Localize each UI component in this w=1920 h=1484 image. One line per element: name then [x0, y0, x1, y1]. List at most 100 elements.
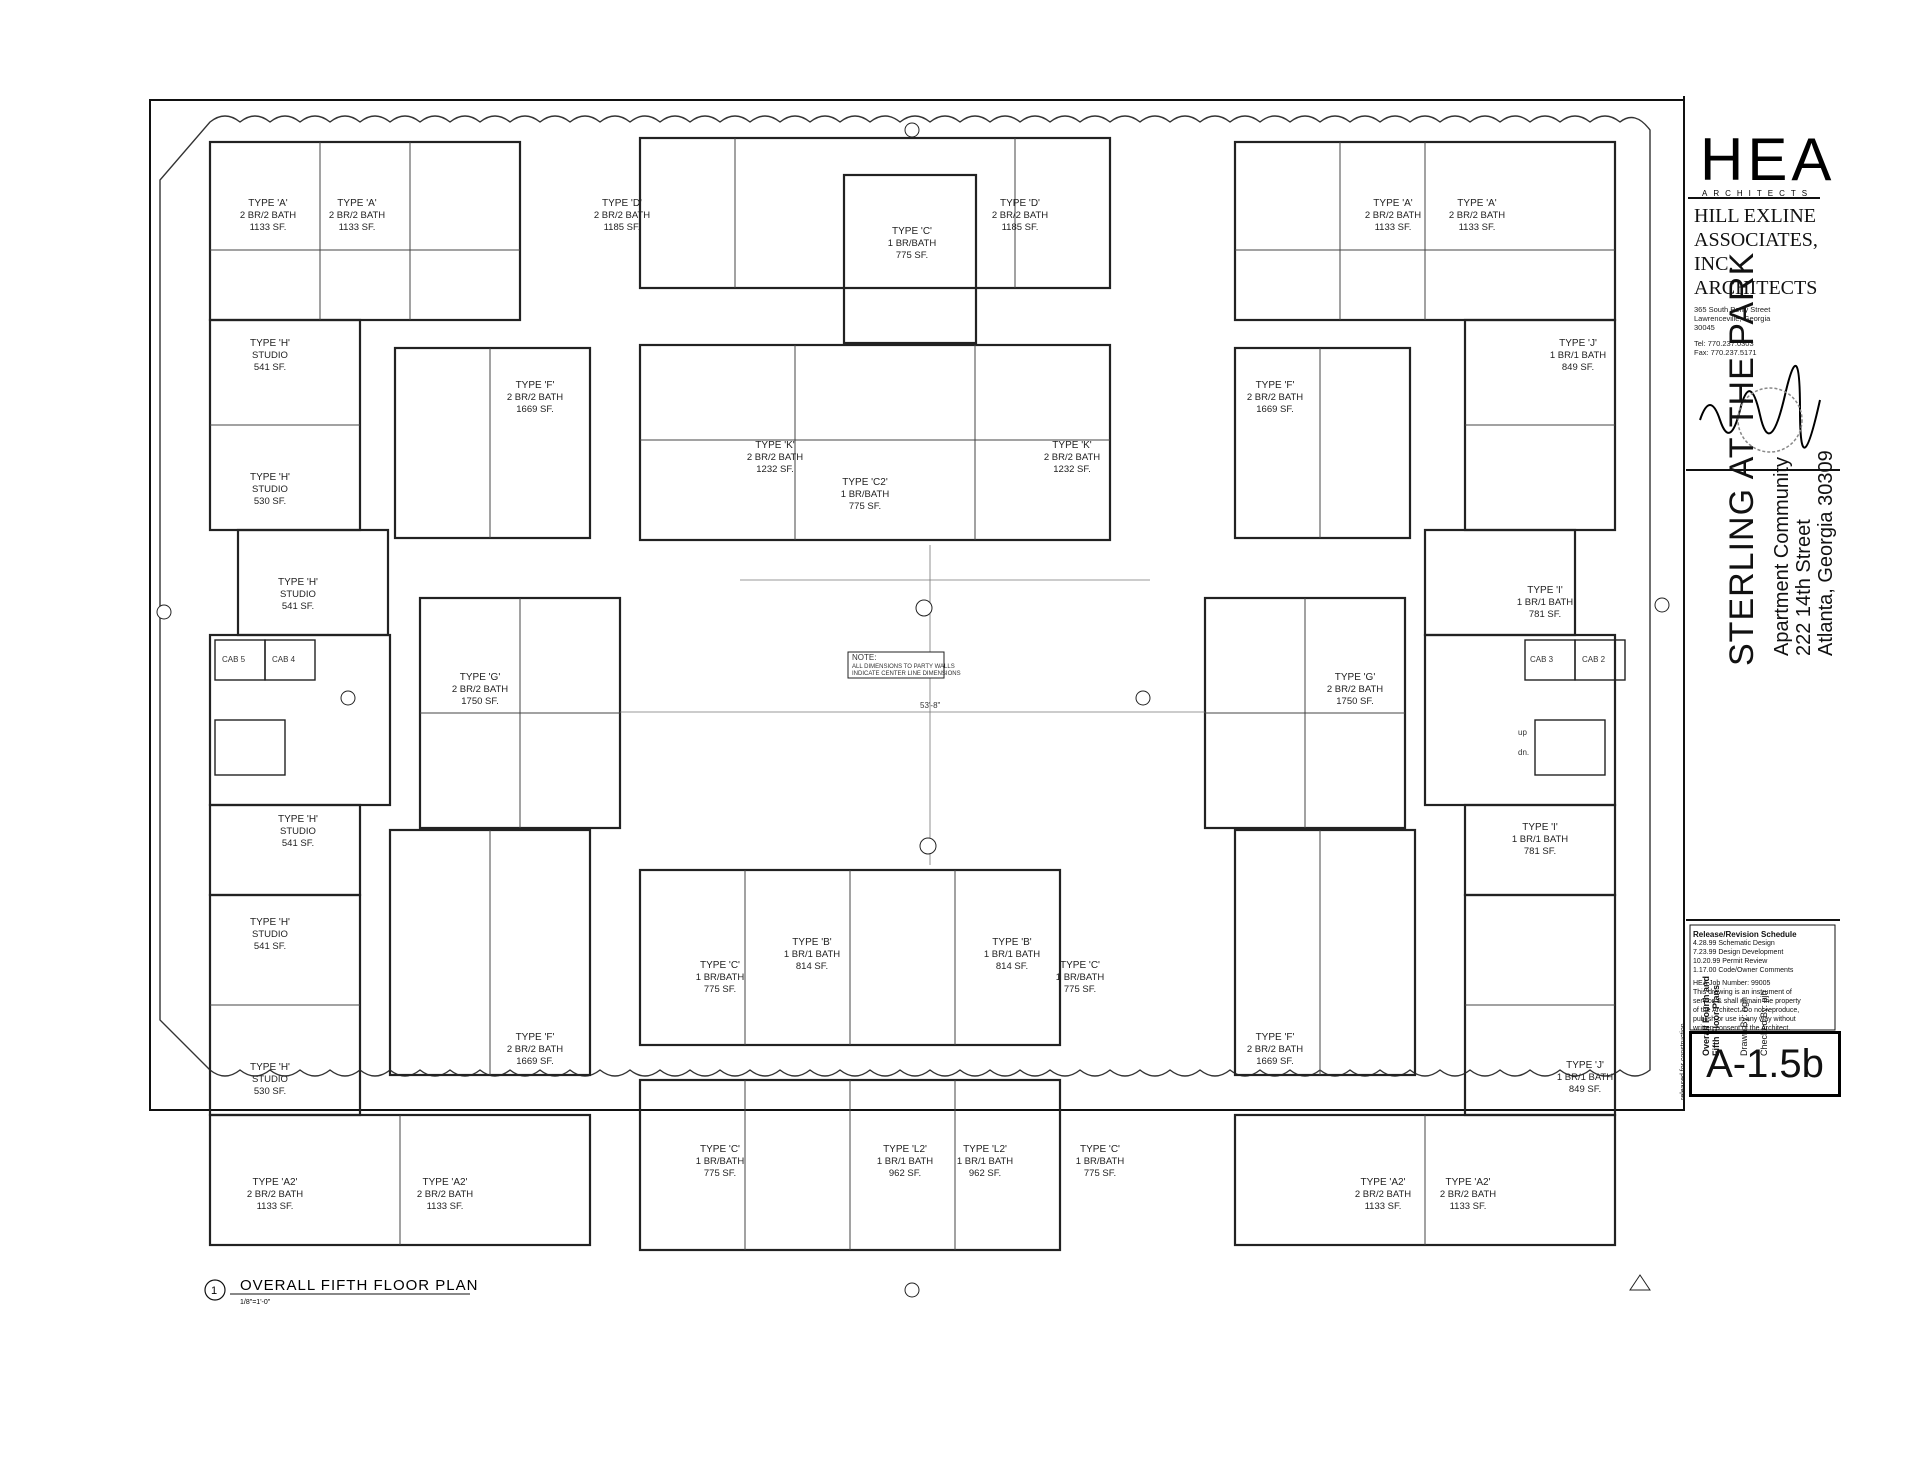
revision-row: 10.20.99 Permit Review	[1693, 958, 1768, 965]
unit-bed: 2 BR/2 BATH	[1365, 210, 1421, 221]
unit-bed: 2 BR/2 BATH	[329, 210, 385, 221]
unit-type: TYPE 'I'	[1527, 585, 1563, 596]
plan-number-circle	[204, 1279, 226, 1301]
elevator-label: CAB 5	[222, 655, 246, 664]
revision-schedule: Release/Revision Schedule 4.28.99 Schema…	[1693, 930, 1833, 1033]
project-subtitle-3: Atlanta, Georgia 30309	[1815, 450, 1837, 656]
elevator-label: CAB 3	[1530, 655, 1554, 664]
unit-bed: 1 BR/1 BATH	[1557, 1072, 1613, 1083]
firm-address-3: 30045	[1694, 323, 1715, 332]
unit-type: TYPE 'H'	[278, 814, 318, 825]
unit-area: 1133 SF.	[339, 222, 376, 233]
unit-bed: 2 BR/2 BATH	[1355, 1189, 1411, 1200]
unit-bed: 1 BR/1 BATH	[984, 949, 1040, 960]
unit-area: 1133 SF.	[250, 222, 287, 233]
unit-bed: STUDIO	[252, 1074, 288, 1085]
unit-area: 775 SF.	[1084, 1168, 1116, 1179]
courtyard-dimension: 53'-8"	[920, 701, 941, 710]
revision-header: Release/Revision Schedule	[1693, 930, 1797, 939]
unit-type: TYPE 'A2'	[1446, 1177, 1491, 1188]
unit-bed: 1 BR/BATH	[696, 972, 745, 983]
unit-area: 1185 SF.	[604, 222, 641, 233]
note-line-1: NOTE:	[852, 653, 876, 662]
stair-label-up: up	[1518, 728, 1527, 737]
unit-type: TYPE 'L2'	[883, 1144, 927, 1155]
unit-type: TYPE 'C'	[1080, 1144, 1120, 1155]
sheet-number: A-1.5b	[1689, 1031, 1841, 1097]
unit-type: TYPE 'A2'	[253, 1177, 298, 1188]
unit-type: TYPE 'C'	[700, 1144, 740, 1155]
unit-area: 541 SF.	[282, 838, 314, 849]
unit-bed: 2 BR/2 BATH	[747, 452, 803, 463]
unit-area: 962 SF.	[969, 1168, 1001, 1179]
unit-type: TYPE 'L2'	[963, 1144, 1007, 1155]
unit-type: TYPE 'A'	[1457, 198, 1496, 209]
unit-bed: 2 BR/2 BATH	[1247, 392, 1303, 403]
unit-area: 1232 SF.	[756, 464, 794, 475]
unit-area: 849 SF.	[1562, 362, 1594, 373]
project-title: STERLING AT THE PARK	[1723, 251, 1761, 666]
plan-scale: 1/8"=1'-0"	[240, 1299, 271, 1306]
unit-area: 1750 SF.	[1336, 696, 1374, 707]
unit-bed: 2 BR/2 BATH	[507, 1044, 563, 1055]
unit-type: TYPE 'H'	[250, 917, 290, 928]
unit-area: 781 SF.	[1524, 846, 1556, 857]
project-subtitle-2: 222 14th Street	[1793, 519, 1815, 656]
unit-area: 962 SF.	[889, 1168, 921, 1179]
unit-bed: 2 BR/2 BATH	[992, 210, 1048, 221]
unit-area: 775 SF.	[1064, 984, 1096, 995]
unit-type: TYPE 'G'	[1335, 672, 1376, 683]
firm-address-2: Lawrenceville, Georgia	[1694, 314, 1771, 323]
unit-type: TYPE 'K'	[1052, 440, 1091, 451]
architect-signature	[1699, 364, 1821, 449]
unit-area: 1750 SF.	[461, 696, 499, 707]
unit-bed: 1 BR/1 BATH	[1517, 597, 1573, 608]
section-markers	[156, 122, 1670, 1298]
notice-line: written consent of the Architect.	[1693, 1025, 1791, 1032]
revision-box	[1689, 924, 1836, 1031]
unit-area: 530 SF.	[254, 496, 286, 507]
revision-row: 7.23.99 Design Development	[1693, 949, 1784, 956]
unit-bed: 2 BR/2 BATH	[247, 1189, 303, 1200]
unit-area: 1669 SF.	[1256, 1056, 1294, 1067]
unit-bed: 1 BR/BATH	[841, 489, 890, 500]
unit-area: 781 SF.	[1529, 609, 1561, 620]
plan-title: OVERALL FIFTH FLOOR PLAN	[240, 1277, 479, 1294]
unit-bed: 1 BR/1 BATH	[1550, 350, 1606, 361]
unit-bed: 2 BR/2 BATH	[1440, 1189, 1496, 1200]
unit-type: TYPE 'C2'	[842, 477, 888, 488]
unit-bed: STUDIO	[252, 929, 288, 940]
elevator-label: CAB 2	[1582, 655, 1606, 664]
note-line-3: INDICATE CENTER LINE DIMENSIONS	[852, 671, 961, 677]
unit-area: 530 SF.	[254, 1086, 286, 1097]
firm-address-1: 365 South Perry Street	[1694, 305, 1771, 314]
courtyard-lines	[620, 545, 1205, 865]
unit-area: 1133 SF.	[1450, 1201, 1487, 1212]
unit-type: TYPE 'C'	[1060, 960, 1100, 971]
unit-area: 1185 SF.	[1002, 222, 1039, 233]
unit-type: TYPE 'K'	[755, 440, 794, 451]
unit-bed: 2 BR/2 BATH	[1247, 1044, 1303, 1055]
unit-bed: 2 BR/2 BATH	[594, 210, 650, 221]
unit-type: TYPE 'J'	[1566, 1060, 1604, 1071]
unit-type: TYPE 'I'	[1522, 822, 1558, 833]
unit-type: TYPE 'H'	[278, 577, 318, 588]
unit-bed: 2 BR/2 BATH	[507, 392, 563, 403]
project-subtitle-1: Apartment Community	[1771, 457, 1793, 656]
unit-type: TYPE 'A2'	[423, 1177, 468, 1188]
notice-line: publish or use in any way without	[1693, 1016, 1796, 1023]
unit-bed: 1 BR/1 BATH	[1512, 834, 1568, 845]
